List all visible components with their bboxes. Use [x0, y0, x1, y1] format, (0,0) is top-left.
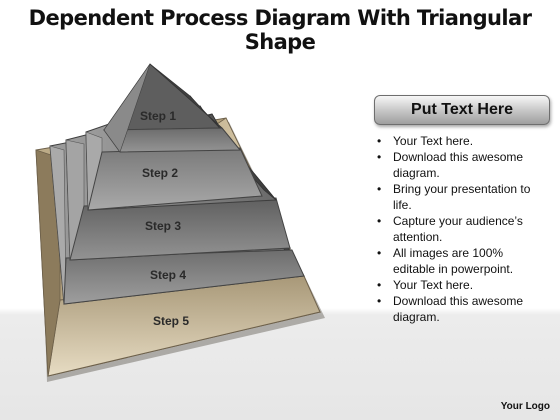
- bullet-item: Download this awesome diagram.: [376, 293, 546, 325]
- step-label-4: Step 4: [150, 268, 186, 282]
- step-label-3: Step 3: [145, 219, 181, 233]
- bullet-item: Capture your audience’s attention.: [376, 213, 546, 245]
- put-text-here-box[interactable]: Put Text Here: [374, 95, 550, 125]
- bullet-item: Bring your presentation to life.: [376, 181, 546, 213]
- bullet-list: Your Text here. Download this awesome di…: [376, 133, 546, 325]
- step-label-1: Step 1: [140, 109, 176, 123]
- bullet-item: All images are 100% editable in powerpoi…: [376, 245, 546, 277]
- bullet-item: Your Text here.: [376, 133, 546, 149]
- step-label-5: Step 5: [153, 314, 189, 328]
- bullet-item: Download this awesome diagram.: [376, 149, 546, 181]
- logo-text: Your Logo: [500, 401, 550, 412]
- pyramid-layer-1: [103, 63, 242, 153]
- step-label-2: Step 2: [142, 166, 178, 180]
- bullet-item: Your Text here.: [376, 277, 546, 293]
- page-title: Dependent Process Diagram With Triangula…: [28, 6, 532, 54]
